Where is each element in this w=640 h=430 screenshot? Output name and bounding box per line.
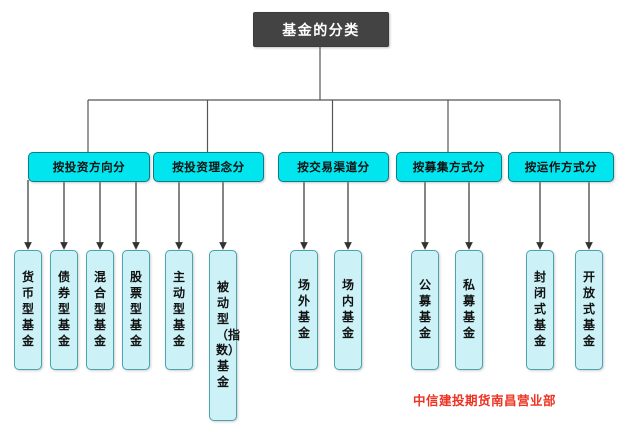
- leaf-node-2-1: 主动型基金: [165, 250, 193, 370]
- leaf-node-label: 场内基金: [341, 278, 354, 340]
- category-node-label: 按投资理念分: [172, 160, 245, 174]
- leaf-node-1-1: 货币型基金: [14, 250, 42, 370]
- footer-credit: 中信建投期货南昌营业部: [413, 393, 557, 408]
- leaf-node-5-2: 开放式基金: [575, 250, 603, 370]
- leaf-node-label: 公募基金: [418, 278, 431, 340]
- category-node-label: 按投资方向分: [52, 160, 126, 174]
- root-node-fund-classification: 基金的分类: [253, 12, 389, 47]
- leaf-node-2-2: 被动型（指数）基金: [209, 250, 241, 421]
- leaf-node-label: 货币型基金: [21, 270, 34, 348]
- leaf-node-label: 股票型基金: [129, 270, 142, 348]
- leaf-node-label: 私募基金: [462, 278, 475, 340]
- root-node-label: 基金的分类: [282, 22, 360, 39]
- category-node-label: 按募集方式分: [412, 160, 486, 174]
- leaf-node-label: 债券型基金: [57, 270, 70, 348]
- leaf-node-label: 封闭式基金: [533, 270, 546, 348]
- category-node-2: 按投资理念分: [153, 152, 264, 182]
- category-node-5: 按运作方式分: [508, 152, 614, 182]
- leaf-node-5-1: 封闭式基金: [526, 250, 554, 370]
- category-node-label: 按交易渠道分: [297, 160, 370, 174]
- category-node-3: 按交易渠道分: [278, 152, 389, 182]
- leaf-node-3-1: 场外基金: [290, 250, 318, 370]
- category-node-label: 按运作方式分: [524, 160, 598, 174]
- category-node-1: 按投资方向分: [28, 152, 150, 182]
- leaf-node-4-1: 公募基金: [411, 250, 439, 370]
- leaf-node-label: 被动型（指数）基金: [216, 280, 241, 390]
- leaf-node-1-2: 债券型基金: [50, 250, 78, 370]
- leaf-node-label: 主动型基金: [172, 270, 185, 348]
- leaf-node-label: 混合型基金: [93, 270, 106, 348]
- leaf-node-1-3: 混合型基金: [86, 250, 114, 370]
- leaf-node-label: 场外基金: [297, 278, 310, 340]
- leaf-node-4-2: 私募基金: [455, 250, 483, 370]
- leaf-node-1-4: 股票型基金: [122, 250, 150, 370]
- leaf-node-3-2: 场内基金: [334, 250, 362, 370]
- leaf-node-label: 开放式基金: [582, 270, 595, 348]
- category-node-4: 按募集方式分: [396, 152, 502, 182]
